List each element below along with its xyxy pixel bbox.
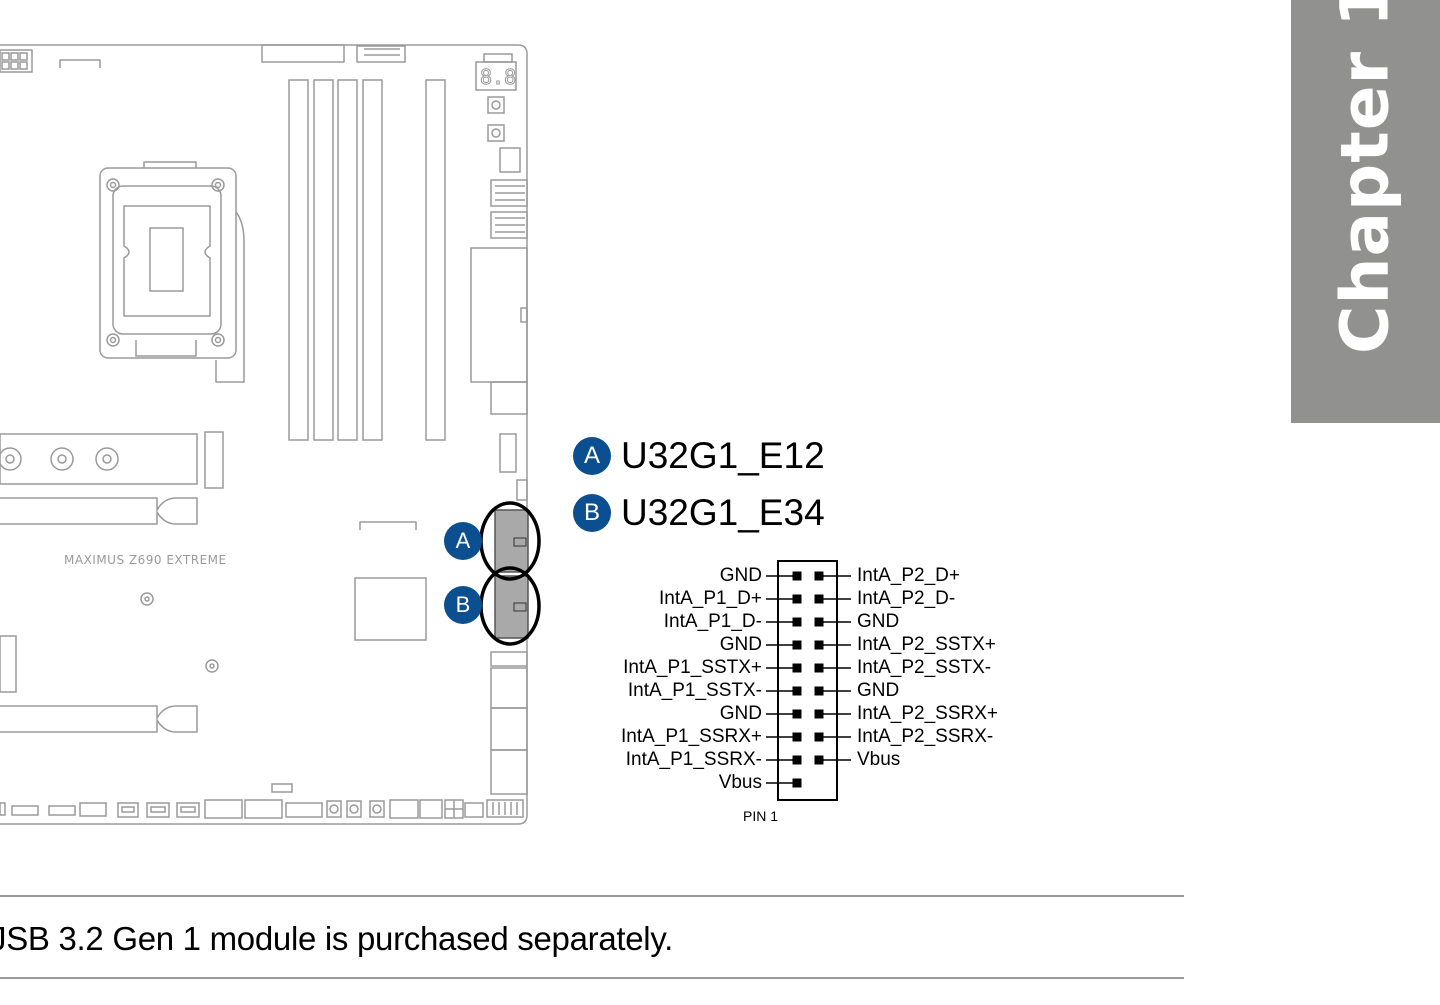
pin-label-left: GND (719, 634, 762, 655)
pin-label-right: Vbus (857, 749, 901, 770)
legend-label-a: U32G1_E12 (621, 435, 825, 476)
pin-square (814, 663, 824, 673)
pin-square (792, 640, 802, 650)
pin-label-right: IntA_P2_SSRX- (857, 726, 994, 747)
pin-label-right: IntA_P2_SSTX+ (857, 634, 996, 655)
pin-square (814, 709, 824, 719)
pin-square (792, 663, 802, 673)
pin-label-right: IntA_P2_SSRX+ (857, 703, 999, 724)
pin-label-left: IntA_P1_D- (663, 611, 762, 632)
pin-square (792, 571, 802, 581)
pin1-label: PIN 1 (743, 808, 779, 824)
note-bottom-rule (0, 977, 1184, 979)
pin-square (814, 617, 824, 627)
pin-label-left: GND (719, 703, 762, 724)
note-top-rule (0, 895, 1184, 897)
connector-b-badge: B (444, 586, 482, 624)
pin-square (792, 686, 802, 696)
pin-square (814, 571, 824, 581)
pin-label-left: IntA_P1_SSRX- (625, 749, 762, 770)
pin-label-right: GND (857, 611, 900, 632)
pin-square (814, 686, 824, 696)
pin-label-right: IntA_P2_D+ (857, 565, 960, 586)
pin-square (792, 617, 802, 627)
pin-square (814, 732, 824, 742)
pin-label-right: IntA_P2_SSTX- (857, 657, 992, 678)
pin-square (814, 755, 824, 765)
note-text: JSB 3.2 Gen 1 module is purchased separa… (0, 920, 673, 957)
pin-square (792, 709, 802, 719)
pin-square (814, 640, 824, 650)
pin-square (792, 755, 802, 765)
pin-label-left: IntA_P1_SSRX+ (620, 726, 762, 747)
pin-label-left: IntA_P1_D+ (659, 588, 762, 609)
pin-label-left: Vbus (718, 772, 762, 793)
legend-item-b: B U32G1_E34 (573, 492, 825, 533)
connector-a-badge: A (444, 522, 482, 560)
pin-label-left: IntA_P1_SSTX- (627, 680, 762, 701)
pin-label-left: IntA_P1_SSTX+ (623, 657, 762, 678)
legend-badge-a: A (573, 437, 611, 475)
legend-item-a: A U32G1_E12 (573, 435, 825, 476)
legend-badge-b: B (573, 494, 611, 532)
pin-label-right: GND (857, 680, 900, 701)
legend-label-b: U32G1_E34 (621, 492, 825, 533)
pin-square (792, 732, 802, 742)
board-model-label: MAXIMUS Z690 EXTREME (64, 553, 227, 567)
pin-square (792, 594, 802, 604)
svg-text:8.8: 8.8 (480, 65, 516, 89)
pin-square (792, 778, 802, 788)
pin-label-left: GND (719, 565, 762, 586)
pin-square (814, 594, 824, 604)
chapter-tab (1291, 0, 1440, 423)
pin-label-right: IntA_P2_D- (857, 588, 956, 609)
